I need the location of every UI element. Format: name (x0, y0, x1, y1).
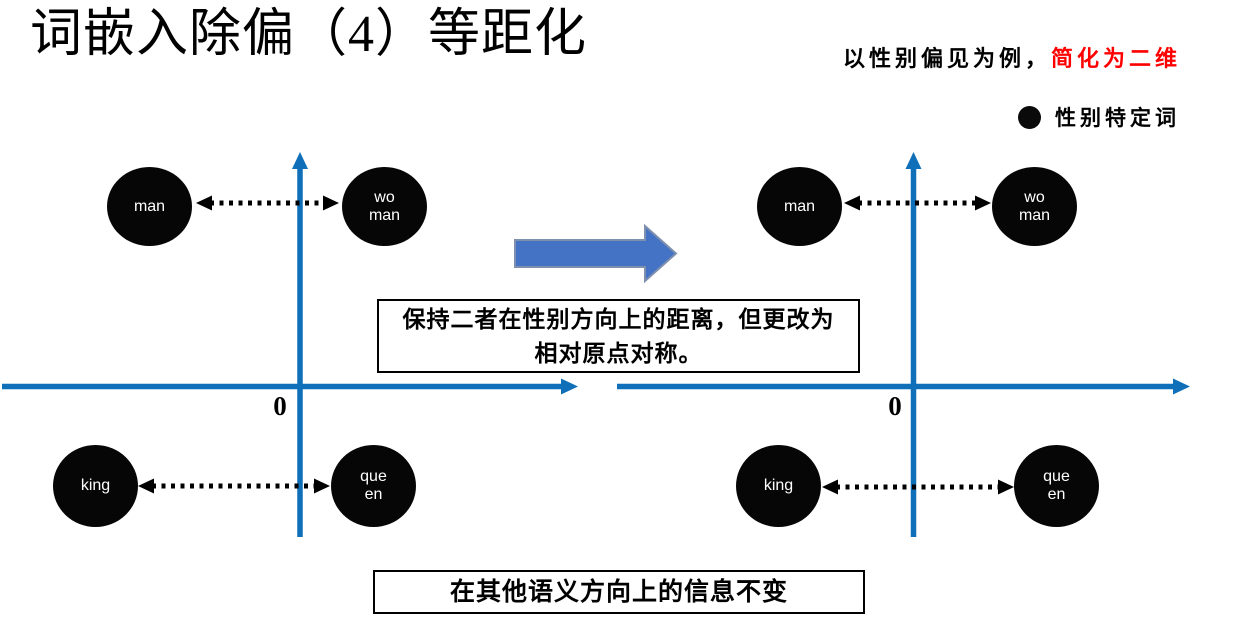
transform-arrow-icon (514, 223, 678, 284)
left-king-queen-distance-arrow (138, 478, 330, 494)
distance-arrows (138, 195, 1014, 495)
example-note: 以性别偏见为例，简化为二维 (843, 41, 1181, 73)
left-node-king: king (53, 445, 138, 527)
legend-label: 性别特定词 (1055, 107, 1180, 130)
note-prefix: 以性别偏见为例， (843, 46, 1052, 71)
left-node-queen: que en (331, 445, 416, 527)
gender-specific-word-dot-icon (1018, 105, 1041, 129)
right-x-axis-arrowhead-icon (1173, 378, 1190, 395)
note-highlight: 简化为二维 (1051, 46, 1182, 71)
right-node-man: man (757, 167, 842, 246)
legend: 性别特定词 (1018, 102, 1180, 132)
right-man-woman-distance-arrow (844, 195, 991, 211)
left-origin-label: 0 (273, 391, 287, 421)
invariant-caption-box: 在其他语义方向上的信息不变 (373, 570, 865, 614)
left-axes (2, 152, 578, 537)
left-node-woman: wo man (342, 167, 427, 246)
right-node-woman: wo man (992, 167, 1077, 246)
left-x-axis-arrowhead-icon (561, 378, 578, 395)
left-y-axis-arrowhead-icon (292, 152, 308, 169)
left-node-man: man (107, 167, 192, 246)
left-man-woman-distance-arrow (196, 195, 339, 211)
right-axes (617, 152, 1190, 537)
right-origin-label: 0 (888, 391, 902, 421)
transform-caption-box: 保持二者在性别方向上的距离，但更改为 相对原点对称。 (377, 299, 860, 373)
page-title: 词嵌入除偏（4）等距化 (30, 6, 588, 63)
right-y-axis-arrowhead-icon (905, 152, 922, 169)
right-node-queen: que en (1014, 445, 1099, 527)
right-node-king: king (736, 445, 821, 527)
right-king-queen-distance-arrow (822, 479, 1014, 495)
